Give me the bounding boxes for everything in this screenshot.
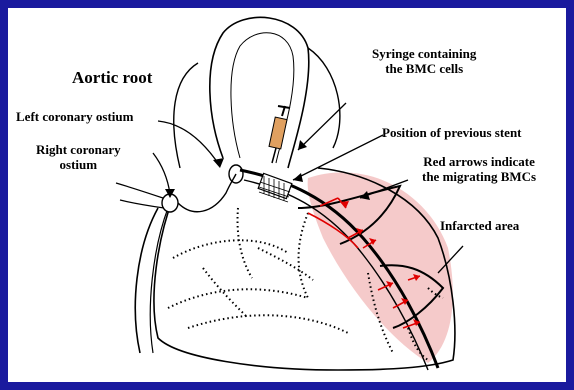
label-aortic-root: Aortic root [72, 68, 152, 87]
aortic-root-base [178, 174, 236, 212]
label-syringe-line1: Syringe containing [372, 46, 476, 61]
label-red-arrows-line2: the migrating BMCs [422, 169, 536, 184]
diagram-canvas: Aortic root Left coronary ostium Right c… [8, 8, 566, 382]
aortic-arch [210, 17, 309, 168]
infarcted-area-shape [308, 172, 453, 363]
stent-icon [258, 173, 292, 202]
label-right-coronary-ostium: Right coronary ostium [36, 142, 121, 172]
label-syringe-line2: the BMC cells [372, 61, 476, 76]
right-coronary-artery [150, 208, 168, 353]
root-vessel-left [116, 183, 164, 208]
label-infarcted-area: Infarcted area [440, 218, 519, 233]
aorta-right-curve [308, 48, 340, 148]
label-syringe: Syringe containing the BMC cells [372, 46, 476, 76]
label-left-coronary-ostium: Left coronary ostium [16, 109, 133, 124]
label-red-arrows: Red arrows indicate the migrating BMCs [422, 154, 536, 184]
label-previous-stent: Position of previous stent [382, 125, 522, 140]
syringe-icon [269, 106, 290, 163]
label-right-coronary-ostium-line1: Right coronary [36, 142, 121, 157]
aortic-arch-inner [231, 33, 294, 163]
aorta-outer-curve [174, 63, 198, 168]
label-right-coronary-ostium-line2: ostium [36, 157, 121, 172]
label-red-arrows-line1: Red arrows indicate [422, 154, 536, 169]
heart-diagram [8, 8, 566, 382]
